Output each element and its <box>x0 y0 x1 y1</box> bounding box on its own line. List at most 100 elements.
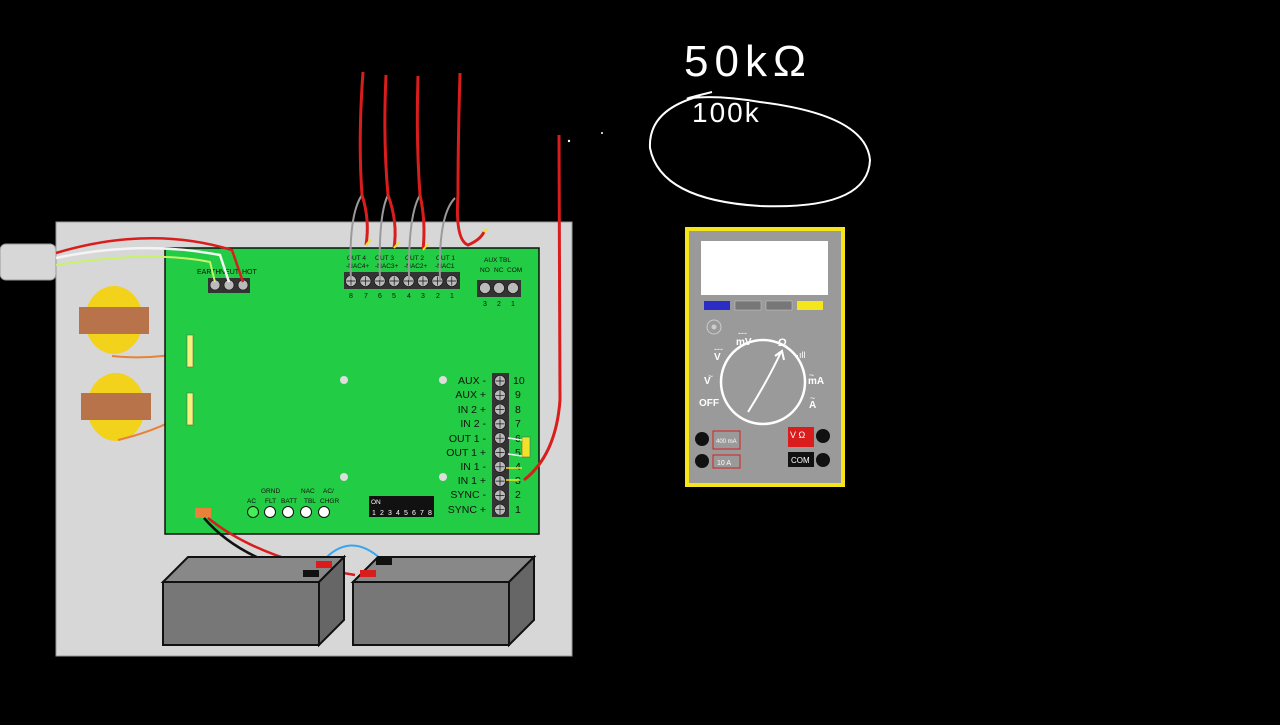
mount-hole <box>439 473 447 481</box>
board-connector-1 <box>186 334 194 368</box>
nac-header-1-top: OUT 1 <box>436 255 455 262</box>
nac-numbers: 8 7 6 5 4 3 2 1 <box>349 293 454 300</box>
led-indicators: GRND NAC AC/ AC FLT BATT TBL CHGR <box>247 488 339 518</box>
dip-num: 6 <box>412 510 416 517</box>
io-num: 8 <box>515 404 521 416</box>
port-400ma[interactable] <box>695 432 709 446</box>
dip-on-label: ON <box>371 499 381 506</box>
led-tbl <box>300 506 312 518</box>
io-label: SYNC - <box>450 489 486 501</box>
dip-num: 7 <box>420 510 424 517</box>
io-label: AUX - <box>458 375 487 387</box>
dial-vdc: V <box>714 352 721 363</box>
terminal-screw-slot <box>447 276 457 286</box>
multimeter: mV Ω V V mA OFF A ~~~ ------·ıll 400 mA … <box>685 227 845 487</box>
out1-resistor <box>521 436 531 458</box>
nac-num: 3 <box>421 293 425 300</box>
nac-wire-red <box>456 194 486 247</box>
port-com[interactable] <box>816 453 830 467</box>
annotation-circled-value: 100k <box>692 97 761 128</box>
port-10a[interactable] <box>695 454 709 468</box>
transformer-bottom <box>81 373 151 441</box>
meter-button-yellow[interactable] <box>797 301 823 310</box>
circuit-board <box>164 247 540 535</box>
led-label-flt: FLT <box>265 498 276 505</box>
led-label-grnd: GRND <box>261 488 280 495</box>
io-label: IN 1 - <box>460 461 486 473</box>
svg-text:~: ~ <box>809 370 814 380</box>
led-label-tbl: TBL <box>304 498 316 505</box>
terminal-screw-slot <box>495 505 505 515</box>
port-label-v-ohm: V Ω <box>790 430 806 440</box>
led-ac <box>247 506 259 518</box>
led-label-batt: BATT <box>281 498 297 505</box>
meter-button[interactable] <box>734 300 762 311</box>
meter-dial-pointer <box>747 349 785 413</box>
dial-off: OFF <box>699 398 719 409</box>
multimeter-display <box>701 241 828 295</box>
dial-ohm: Ω <box>778 337 787 349</box>
nac-wire-red <box>360 194 369 246</box>
battery-left <box>160 554 347 648</box>
terminal-screw-slot <box>495 419 505 429</box>
nac-wire-red <box>358 71 365 196</box>
svg-text:~: ~ <box>708 371 713 381</box>
dial-mv: mV <box>736 337 752 348</box>
nac-field-wires <box>349 71 486 281</box>
transformer-top <box>79 286 149 354</box>
terminal-screw-slot <box>495 390 505 400</box>
dip-num: 8 <box>428 510 432 517</box>
nac-wire-red <box>386 194 397 249</box>
led-label-nac: NAC <box>301 488 315 495</box>
io-label: OUT 1 + <box>446 447 486 459</box>
nac-wire-grey <box>407 194 421 281</box>
ac-label-neut: NEUT <box>220 269 240 276</box>
io-num: 7 <box>515 418 521 430</box>
nac-header-3-top: OUT 3 <box>375 255 394 262</box>
terminal-screw-slot <box>360 276 370 286</box>
meter-dial[interactable] <box>719 338 807 426</box>
dip-switch: ON 1 2 3 4 5 6 7 8 <box>369 496 434 517</box>
meter-button-blue[interactable] <box>704 301 730 310</box>
svg-text:---: --- <box>714 344 723 354</box>
aux-tbl-num: 1 <box>511 301 515 308</box>
annotation-dot <box>601 132 603 134</box>
aux-tbl-nc: NC <box>494 267 504 274</box>
dip-num: 4 <box>396 510 400 517</box>
nac-wire-grey <box>438 197 456 281</box>
nac-header-labels: OUT 4 -NAC4+ OUT 3 -NAC3+ OUT 2 -NAC2+ O… <box>346 255 455 270</box>
ac-wire-green <box>55 255 216 283</box>
nac-num: 5 <box>392 293 396 300</box>
svg-text:---: --- <box>738 328 747 338</box>
nac-num: 7 <box>364 293 368 300</box>
nac-header-2-bottom: -NAC2+ <box>404 263 428 270</box>
meter-button[interactable] <box>765 300 793 311</box>
terminal-screw-slot <box>418 276 428 286</box>
aux-tbl-title: AUX TBL <box>484 257 511 264</box>
nac-num: 4 <box>407 293 411 300</box>
terminal-screw-slot <box>495 433 505 443</box>
port-v-ohm[interactable] <box>816 429 830 443</box>
io-label: AUX + <box>455 389 486 401</box>
dip-num: 3 <box>388 510 392 517</box>
terminal-screw-slot <box>495 448 505 457</box>
annotation-dot <box>567 139 571 143</box>
io-num: 9 <box>515 389 521 401</box>
io-label: IN 2 - <box>460 418 486 430</box>
nac-wire-red <box>418 194 426 251</box>
svg-text:·ıll: ·ıll <box>796 350 806 360</box>
nac-num: 1 <box>450 293 454 300</box>
nac-header-1-bottom: -NAC1 <box>435 263 455 270</box>
terminal-screw-slot <box>495 490 505 500</box>
terminal-screw-slot <box>495 376 505 386</box>
dip-num: 2 <box>380 510 384 517</box>
out1-jumper <box>507 437 523 457</box>
dial-a: A <box>809 400 816 411</box>
io-labels: AUX - AUX + IN 2 + IN 2 - OUT 1 - OUT 1 … <box>446 375 486 516</box>
handwritten-annotation: 50kΩ 100k <box>567 37 872 208</box>
nac-num: 8 <box>349 293 353 300</box>
ac-label-hot: HOT <box>242 269 258 276</box>
dial-vac: V <box>704 376 711 387</box>
battery-connector <box>195 508 211 518</box>
io-label: OUT 1 - <box>449 433 487 445</box>
